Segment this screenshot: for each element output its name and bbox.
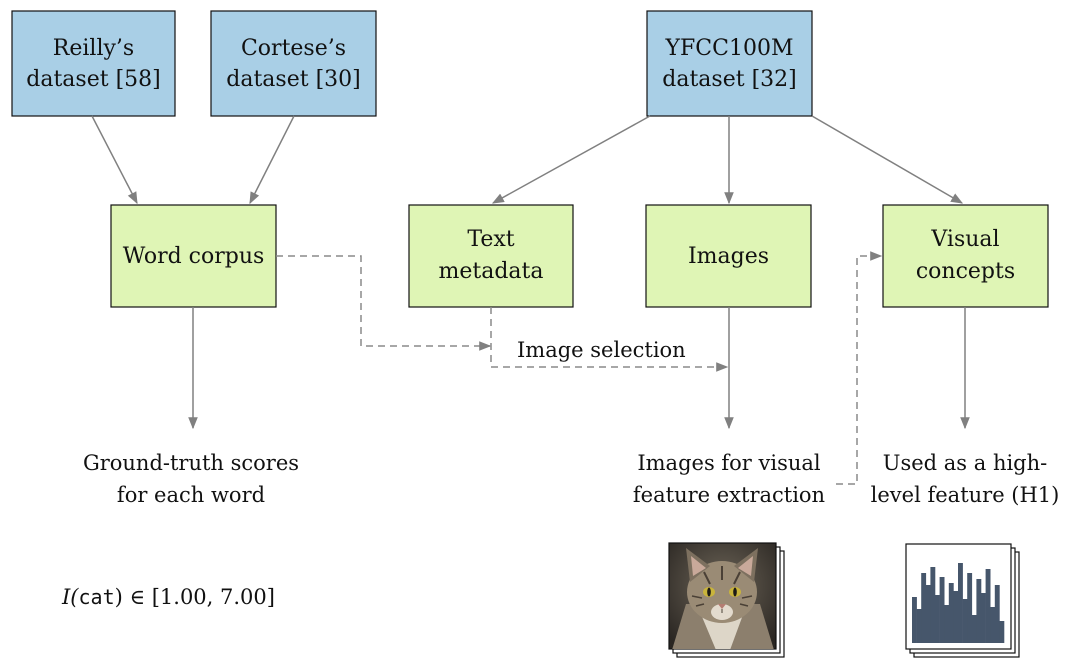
histogram-icon-bar <box>994 585 1000 643</box>
histogram-icon-bar <box>921 573 927 643</box>
high-level-line1: Used as a high- <box>883 451 1048 475</box>
node-text-metadata: Text metadata <box>408 204 574 308</box>
histogram-icon-bar <box>958 563 963 643</box>
high-level-line2: level feature (H1) <box>871 483 1060 507</box>
histogram-bars <box>912 563 1005 643</box>
word-corpus-label: Word corpus <box>123 244 265 269</box>
histogram-icon-bar <box>925 585 931 643</box>
node-visual-concepts: Visual concepts <box>882 204 1049 308</box>
edge-reilly-to-corpus <box>91 115 138 205</box>
dashed-edge-metadata-to-images <box>490 307 729 372</box>
source-yfcc-line2: dataset [32] <box>662 67 796 92</box>
histogram-icon-bar <box>916 609 922 643</box>
histogram-icon-bar <box>930 567 936 643</box>
histogram-icon-bar <box>935 595 940 643</box>
histogram-icon-bar <box>944 605 950 643</box>
histogram-icon-bar <box>999 621 1005 643</box>
edge-yfcc-to-concepts <box>811 115 964 204</box>
histogram-icon-bar <box>971 615 977 643</box>
visual-concepts-line1: Visual <box>930 227 999 252</box>
score-formula: I(cat) ∈ [1.00, 7.00] <box>61 585 275 609</box>
formula-suffix: ) ∈ [1.00, 7.00] <box>115 585 275 609</box>
node-word-corpus: Word corpus <box>110 204 277 308</box>
images-label: Images <box>688 244 769 269</box>
source-box-cortese: Cortese’s dataset [30] <box>210 10 377 117</box>
histogram-icon-bar <box>912 597 917 643</box>
text-metadata-line1: Text <box>467 227 514 252</box>
source-box-yfcc: YFCC100M dataset [32] <box>646 10 813 117</box>
histogram-icon-bar <box>967 573 973 643</box>
images-visual-line2: feature extraction <box>633 483 825 507</box>
source-box-reilly: Reilly’s dataset [58] <box>11 10 176 117</box>
images-visual-line1: Images for visual <box>637 451 821 475</box>
visual-concepts-line2: concepts <box>916 259 1015 284</box>
histogram-icon-bar <box>962 599 968 643</box>
histogram-icon-bar <box>953 591 959 643</box>
source-cortese-line2: dataset [30] <box>226 67 360 92</box>
dashed-edge-corpus-to-selection <box>276 255 492 351</box>
histogram-icon-bar <box>981 593 986 643</box>
ground-truth-line2: for each word <box>117 483 265 507</box>
edge-cortese-to-corpus <box>249 115 295 205</box>
histogram-icon-bar <box>985 569 991 643</box>
histogram-icon-bar <box>976 579 982 643</box>
histogram-icon-bar <box>939 577 945 643</box>
image-selection-label: Image selection <box>517 338 686 362</box>
source-reilly-line2: dataset [58] <box>26 67 160 92</box>
source-yfcc-line1: YFCC100M <box>665 36 794 61</box>
histogram-icon-bar <box>990 607 996 643</box>
formula-prefix: I( <box>61 585 79 609</box>
source-reilly-line1: Reilly’s <box>53 36 134 61</box>
histogram-icon-bar <box>948 583 954 643</box>
ground-truth-line1: Ground-truth scores <box>83 451 299 475</box>
source-cortese-line1: Cortese’s <box>241 36 346 61</box>
edge-yfcc-to-metadata <box>491 115 651 204</box>
node-images: Images <box>645 204 812 308</box>
dashed-edge-images-to-concepts <box>836 251 883 485</box>
histogram-stack-icon <box>905 543 1020 658</box>
cat-photo-stack-icon <box>668 542 785 658</box>
text-metadata-line2: metadata <box>439 259 544 284</box>
formula-word: cat <box>79 585 115 609</box>
